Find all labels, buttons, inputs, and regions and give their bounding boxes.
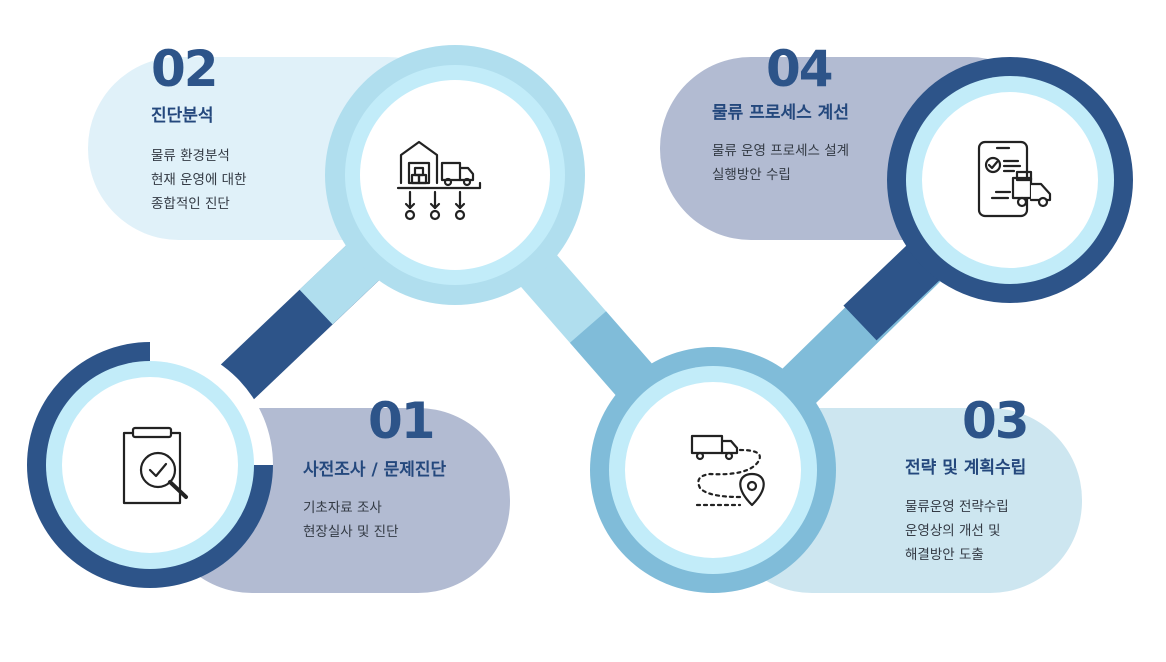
step-03-desc-line: 물류운영 전략수립 [905,499,1009,515]
step-03-desc-line: 해결방안 도출 [905,547,984,563]
step-02-desc-line: 현재 운영에 대한 [151,172,247,188]
step-02-title: 진단분석 [151,106,214,126]
step-04-title: 물류 프로세스 계선 [712,103,849,123]
step-01-desc-line: 기초자료 조사 [303,500,382,516]
step-01-number: 01 [368,392,436,450]
step-02-desc-line: 종합적인 진단 [151,196,230,212]
clipboard-check-magnifier-icon [122,426,188,505]
node-01 [27,342,273,588]
step-04-number: 04 [766,40,834,98]
warehouse-truck-distribution-icon [396,140,482,221]
node-02 [325,45,585,305]
truck-route-pin-icon [690,434,765,507]
step-01-title: 사전조사 / 문제진단 [303,460,447,480]
step-03-title: 전략 및 계획수립 [905,458,1027,478]
step-03-description: 물류운영 전략수립 운영상의 개선 및 해결방안 도출 [905,495,1009,567]
step-02-description: 물류 환경분석 현재 운영에 대한 종합적인 진단 [151,144,247,216]
step-01-description: 기초자료 조사 현장실사 및 진단 [303,496,399,544]
step-02-desc-line: 물류 환경분석 [151,148,230,164]
step-04-desc-line: 실행방안 수립 [712,167,791,183]
step-02-number: 02 [151,40,219,98]
step-01-desc-line: 현장실사 및 진단 [303,524,399,540]
phone-delivery-truck-icon [977,140,1052,218]
step-04-desc-line: 물류 운영 프로세스 설계 [712,143,850,159]
step-04-description: 물류 운영 프로세스 설계 실행방안 수립 [712,139,849,187]
step-03-desc-line: 운영상의 개선 및 [905,523,1001,539]
node-04 [887,57,1133,304]
node-03 [590,347,836,593]
step-03-number: 03 [962,392,1030,450]
